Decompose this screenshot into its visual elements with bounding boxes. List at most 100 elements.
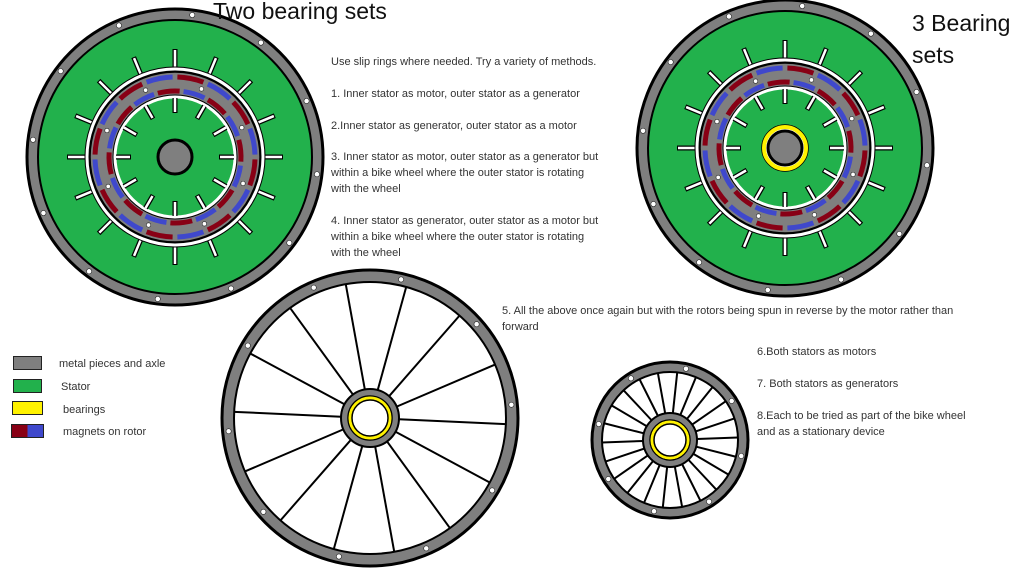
inner-magnet xyxy=(846,130,854,153)
bolt-hole xyxy=(849,116,855,122)
two-bearing-motor-diagram xyxy=(25,7,325,307)
inner-stator-tooth xyxy=(213,178,227,188)
bolt-hole xyxy=(896,231,903,237)
inner-magnet xyxy=(725,96,744,117)
outer-stator-tooth xyxy=(98,218,114,234)
outer-stator-tooth xyxy=(75,189,95,200)
inner-magnet xyxy=(805,198,827,213)
bolt-hole xyxy=(143,87,149,93)
inner-stator-tooth xyxy=(123,178,137,188)
inner-stator-tooth xyxy=(754,186,764,200)
outer-stator-tooth xyxy=(132,237,143,257)
spoke xyxy=(673,466,684,508)
bolt-hole xyxy=(86,268,92,275)
spoke xyxy=(234,410,342,418)
inner-magnet xyxy=(754,204,777,216)
bolt-hole xyxy=(30,136,36,143)
spoke xyxy=(605,447,645,463)
inner-stator-tooth xyxy=(144,195,154,209)
outer-stator-tooth xyxy=(236,218,252,234)
outer-stator-tooth xyxy=(255,114,275,125)
note-item-6: 6.Both stators as motors xyxy=(757,346,877,358)
spoke xyxy=(602,439,644,444)
bolt-hole xyxy=(714,119,720,125)
inner-magnet xyxy=(110,177,125,199)
bolt-hole xyxy=(715,174,721,180)
title-three-bearing-sets-line2: sets xyxy=(912,42,955,68)
outer-magnet xyxy=(816,72,842,92)
note-item-4-line3: with the wheel xyxy=(331,247,401,259)
spoke xyxy=(610,404,648,428)
outer-magnet xyxy=(787,65,815,76)
spoke xyxy=(622,389,653,421)
inner-magnet xyxy=(123,198,144,217)
outer-magnet xyxy=(709,91,729,117)
spoke xyxy=(686,386,714,420)
inner-magnet xyxy=(835,106,850,128)
inner-magnet xyxy=(106,152,114,175)
note-item-3-line2: within a bike wheel where the outer stat… xyxy=(331,167,585,179)
spoke xyxy=(374,446,396,553)
inner-magnet xyxy=(157,88,180,96)
spoke xyxy=(244,428,344,473)
outer-magnet xyxy=(99,100,119,126)
inner-stator-tooth xyxy=(823,169,837,179)
legend-swatch-stator xyxy=(13,379,42,393)
inner-magnet xyxy=(225,115,240,137)
inner-magnet xyxy=(183,89,206,101)
bolt-hole xyxy=(605,476,612,482)
title-two-bearing-sets: Two bearing sets xyxy=(213,0,387,24)
inner-magnet xyxy=(767,79,790,87)
inner-stator-tooth xyxy=(144,105,154,119)
bolt-hole xyxy=(799,3,806,9)
axle xyxy=(156,138,194,176)
outer-magnet xyxy=(787,220,815,231)
bolt-hole xyxy=(811,212,817,218)
bolt-hole xyxy=(314,171,320,178)
bolt-hole xyxy=(696,259,702,266)
outer-magnet xyxy=(145,74,173,85)
bolt-hole xyxy=(726,13,732,20)
bolt-hole xyxy=(198,86,204,92)
legend-swatch-magnets xyxy=(11,424,44,438)
bolt-hole xyxy=(244,342,251,349)
outer-stator-tooth xyxy=(817,228,828,248)
outer-magnet xyxy=(177,229,205,240)
outer-stator-tooth xyxy=(255,189,275,200)
spoke xyxy=(638,378,659,417)
outer-magnet xyxy=(755,65,783,76)
inner-magnet xyxy=(716,143,724,166)
title-three-bearing-sets-line1: 3 Bearing xyxy=(912,10,1011,36)
bolt-hole xyxy=(850,171,856,177)
bolt-hole xyxy=(738,453,745,459)
outer-air-gap xyxy=(85,67,265,247)
axle xyxy=(766,129,804,167)
bolt-hole xyxy=(473,321,480,328)
bolt-hole xyxy=(628,375,634,382)
hub-bore xyxy=(351,399,389,437)
spoke xyxy=(376,286,408,391)
note-item-8-line2: and as a stationary device xyxy=(757,426,885,438)
three-bearing-motor-diagram xyxy=(635,0,935,298)
outer-stator-tooth xyxy=(132,57,143,77)
bolt-hole xyxy=(225,428,232,435)
bolt-hole xyxy=(756,213,762,219)
note-item-3-line3: with the wheel xyxy=(331,183,401,195)
legend-swatch-metal xyxy=(13,356,42,370)
inner-magnet xyxy=(717,117,729,140)
inner-stator-tooth xyxy=(806,96,816,110)
bolt-hole xyxy=(105,183,111,189)
note-item-1: 1. Inner stator as motor, outer stator a… xyxy=(331,88,580,100)
inner-stator-tooth xyxy=(806,186,816,200)
bolt-hole xyxy=(336,553,342,560)
inner-stator-tooth xyxy=(196,195,206,209)
outer-magnet xyxy=(118,81,144,101)
spoke xyxy=(696,436,738,441)
outer-magnet xyxy=(857,118,868,146)
inner-stator-tooth xyxy=(823,117,837,127)
note-item-2: 2.Inner stator as generator, outer stato… xyxy=(331,120,577,132)
bolt-hole xyxy=(924,162,930,169)
inner-magnet xyxy=(720,168,735,190)
note-item-4-line1: 4. Inner stator as generator, outer stat… xyxy=(331,215,599,227)
spoke xyxy=(395,430,491,484)
